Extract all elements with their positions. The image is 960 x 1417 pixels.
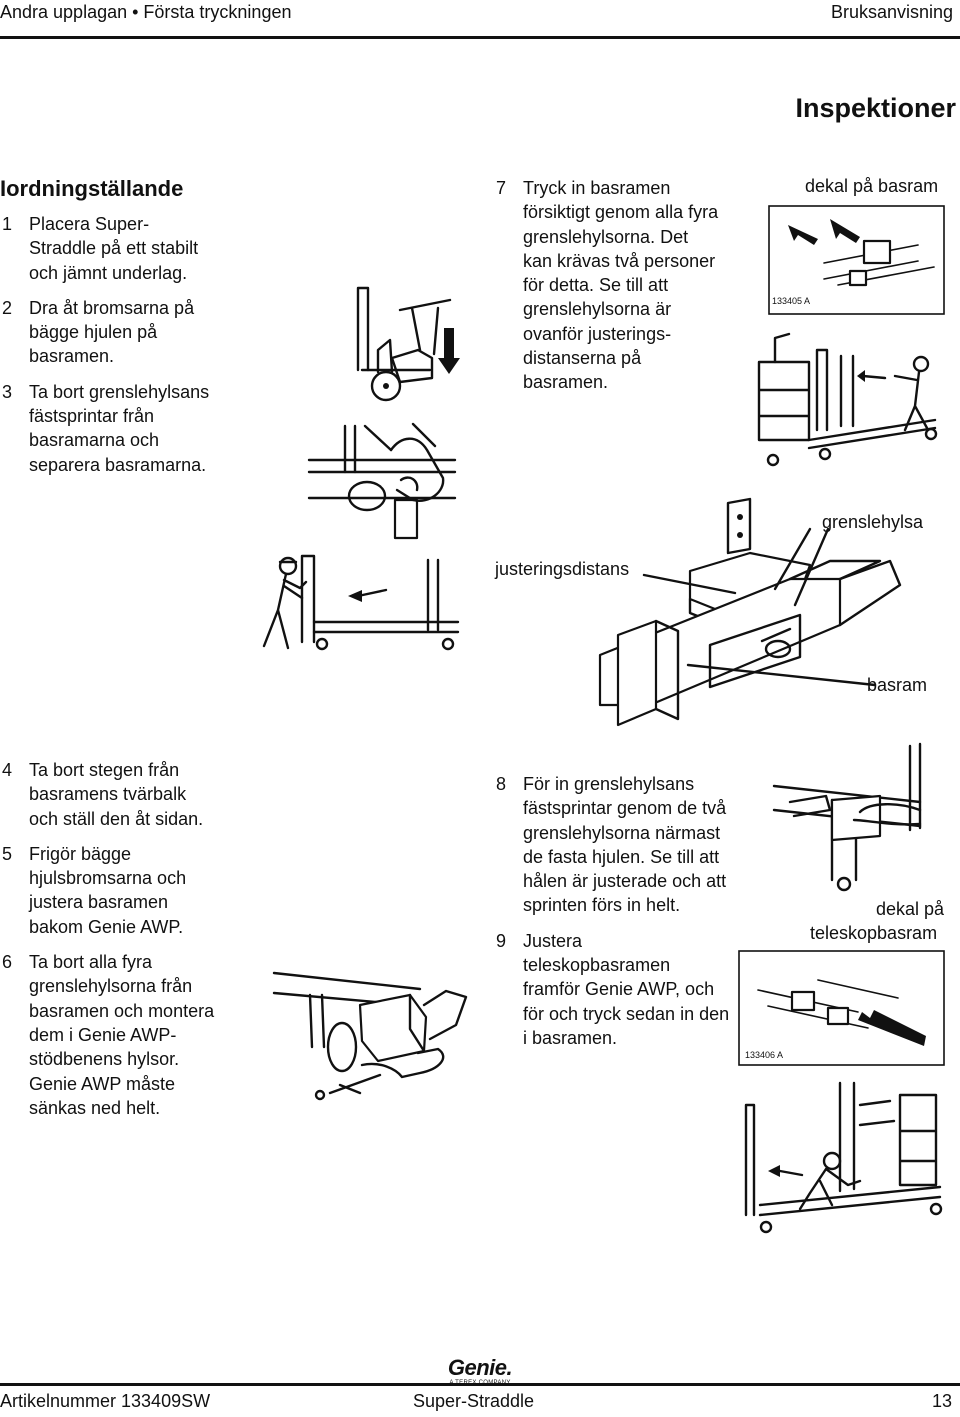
step-text: Ta bort stegen från basramens tvärbalk o… bbox=[29, 760, 204, 829]
step-text: För in grenslehylsans fästsprintar genom… bbox=[523, 774, 727, 916]
step-number: 2 bbox=[2, 297, 13, 318]
inset-code-1: 133405 A bbox=[772, 296, 811, 306]
step-item: 7 Tryck in basramen försiktigt genom alla… bbox=[496, 176, 721, 395]
footer-center: Super-Straddle bbox=[413, 1391, 535, 1411]
header-left: Andra upplagan • Första tryckningen bbox=[0, 2, 292, 22]
decal-inset-telescope bbox=[738, 950, 945, 1066]
step-item: 8 För in grenslehylsans fästsprintar geno… bbox=[496, 772, 731, 918]
step-number: 1 bbox=[2, 214, 13, 234]
footer-page-number: 13 bbox=[931, 1391, 952, 1411]
pin-insert-illustration bbox=[772, 742, 922, 892]
label-justeringsdistans: justeringsdistans bbox=[495, 559, 630, 579]
sleeve-install-illustration bbox=[272, 971, 468, 1101]
pin-removal-illustration bbox=[307, 422, 457, 540]
label-dekal-teleskop-2: teleskopbasram bbox=[810, 923, 938, 943]
step-number: 6 bbox=[2, 952, 13, 973]
footer-rule bbox=[0, 1383, 960, 1386]
steps-list-c: 7 Tryck in basramen försiktigt genom alla… bbox=[496, 176, 721, 406]
subheading: Iordningställande bbox=[0, 176, 184, 201]
caster-brake-illustration bbox=[356, 286, 460, 402]
logo-brand: Genie. bbox=[447, 1355, 513, 1380]
header-right: Bruksanvisning bbox=[830, 2, 953, 22]
telescope-frame-illustration bbox=[744, 1081, 943, 1234]
step-item: 5 Frigör bägge hjulsbromsarna och justera… bbox=[2, 842, 217, 939]
footer-left: Artikelnummer 133409SW bbox=[0, 1391, 211, 1411]
machine-frame-illustration bbox=[757, 332, 938, 467]
step-item: 3 Ta bort grenslehylsans fästsprintar frå… bbox=[2, 380, 212, 477]
section-title: Inspektioner bbox=[795, 93, 956, 123]
steps-list-d: 8 För in grenslehylsans fästsprintar geno… bbox=[496, 772, 731, 1061]
label-basram: basram bbox=[867, 675, 928, 695]
step-number: 3 bbox=[2, 381, 13, 402]
header-rule bbox=[0, 36, 960, 39]
step-text: Justera teleskopbasramen framför Genie A… bbox=[523, 930, 730, 1048]
step-item: 2 Dra åt bromsarna på bägge hjulen på bas… bbox=[2, 296, 212, 369]
inset-code-2: 133406 A bbox=[745, 1050, 784, 1060]
label-dekal-basram: dekal på basram bbox=[805, 176, 939, 196]
step-number: 8 bbox=[496, 774, 507, 794]
step-item: 4 Ta bort stegen från basramens tvärbalk … bbox=[2, 758, 217, 831]
step-text: Placera Super-Straddle på ett stabilt oc… bbox=[29, 214, 199, 283]
label-dekal-teleskop-1: dekal på bbox=[876, 899, 945, 919]
step-text: Ta bort alla fyra grenslehylsorna från b… bbox=[29, 952, 215, 1118]
step-number: 4 bbox=[2, 760, 13, 780]
frame-separation-illustration bbox=[262, 554, 460, 651]
step-item: 9 Justera teleskopbasramen framför Genie … bbox=[496, 929, 731, 1050]
step-number: 5 bbox=[2, 843, 13, 864]
step-number: 9 bbox=[496, 930, 507, 951]
step-text: Dra åt bromsarna på bägge hjulen på basr… bbox=[29, 297, 195, 367]
steps-list-a: 1 Placera Super-Straddle på ett stabilt o… bbox=[2, 212, 212, 488]
label-grenslehylsa: grenslehylsa bbox=[822, 512, 924, 532]
steps-list-b: 4 Ta bort stegen från basramens tvärbalk … bbox=[2, 758, 217, 1131]
decal-inset-frame bbox=[768, 205, 945, 315]
step-text: Tryck in basramen försiktigt genom alla … bbox=[523, 178, 719, 393]
step-number: 7 bbox=[496, 178, 507, 198]
step-text: Ta bort grenslehylsans fästsprintar från… bbox=[29, 381, 210, 475]
sleeve-detail-illustration bbox=[598, 497, 902, 727]
step-item: 6 Ta bort alla fyra grenslehylsorna från … bbox=[2, 950, 217, 1120]
step-item: 1 Placera Super-Straddle på ett stabilt o… bbox=[2, 212, 212, 285]
step-text: Frigör bägge hjulsbromsarna och justera … bbox=[29, 843, 187, 937]
